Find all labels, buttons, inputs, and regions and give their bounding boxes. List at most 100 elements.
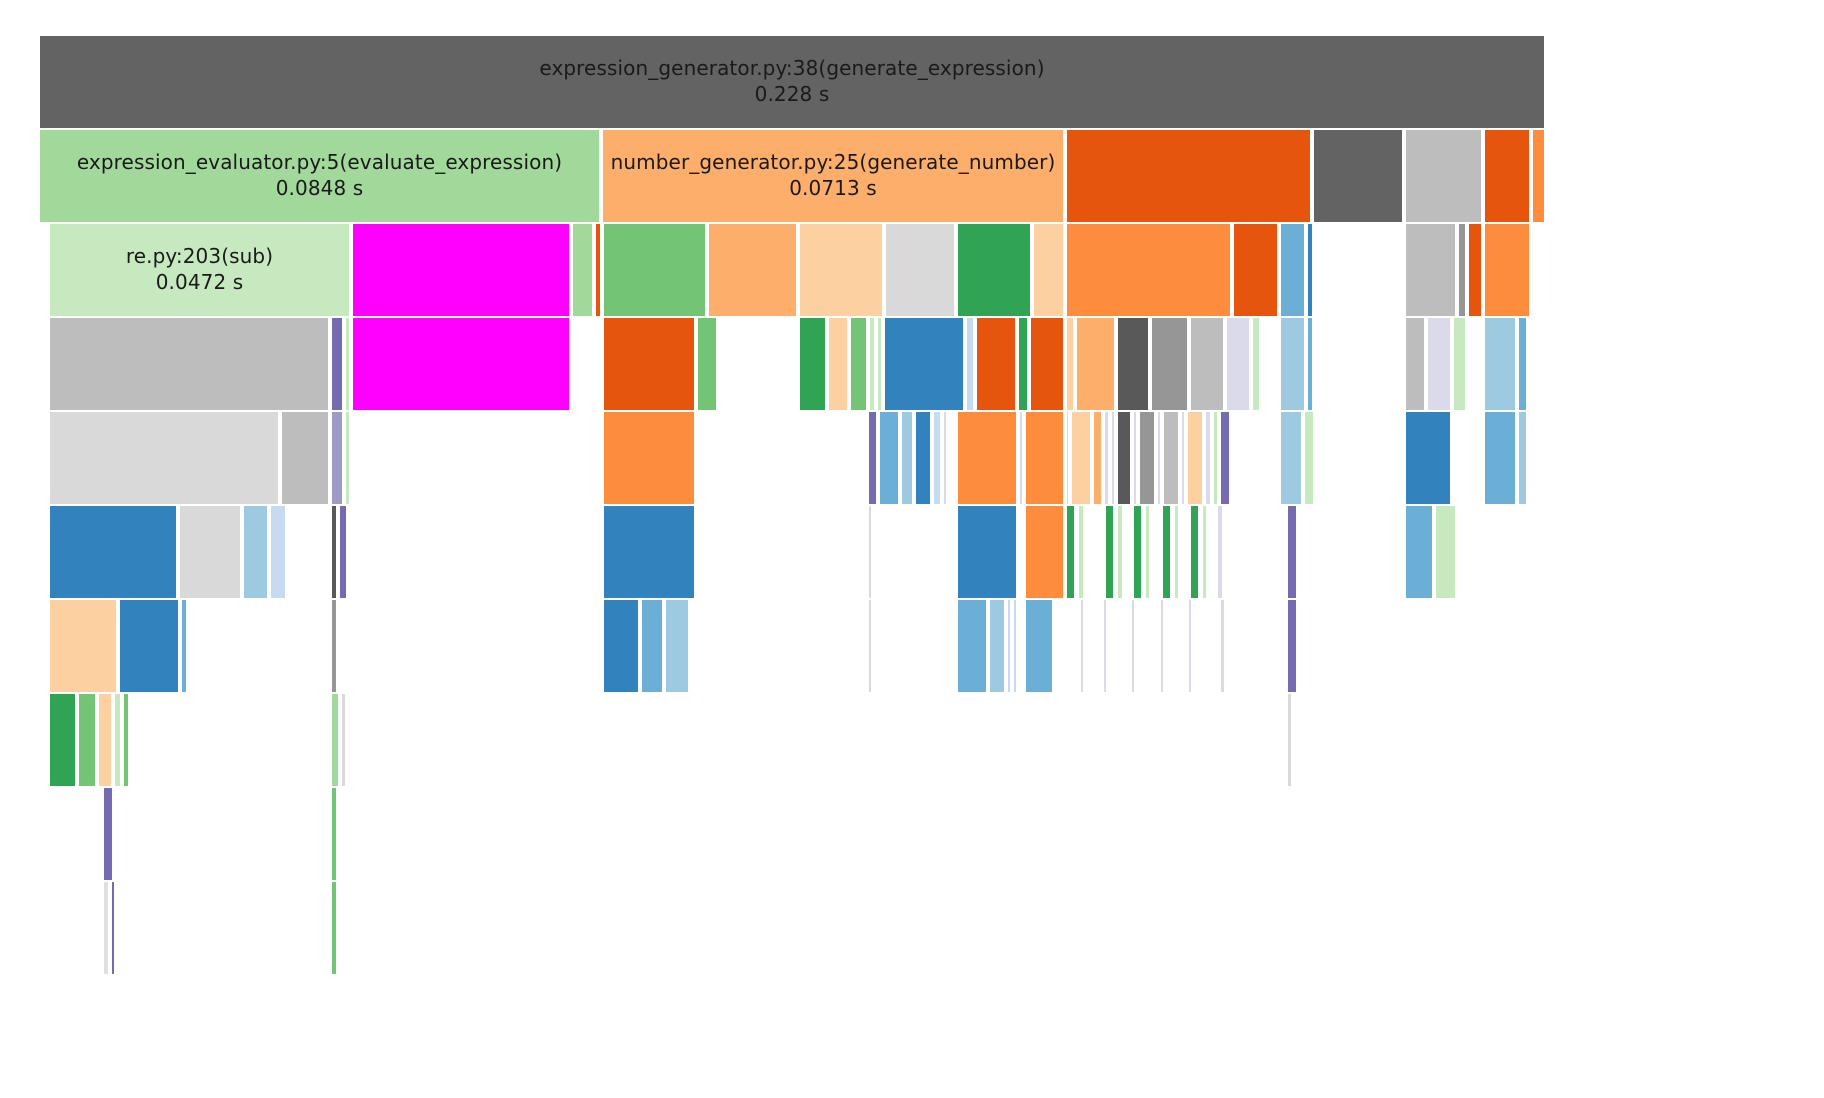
flame-frame[interactable]: [604, 600, 638, 692]
flame-frame[interactable]: [1134, 412, 1136, 504]
flame-frame[interactable]: [115, 694, 120, 786]
flame-frame[interactable]: [1406, 224, 1455, 316]
flame-frame[interactable]: [332, 882, 336, 974]
flame-frame[interactable]: [916, 412, 930, 504]
flame-frame[interactable]: [1227, 318, 1249, 410]
flame-frame[interactable]: [880, 412, 898, 504]
flame-frame[interactable]: [604, 224, 705, 316]
flame-frame[interactable]: [1034, 224, 1063, 316]
flame-frame[interactable]: [1072, 412, 1090, 504]
flame-frame[interactable]: [1221, 600, 1224, 692]
flame-frame[interactable]: [332, 412, 342, 504]
flame-frame[interactable]: [1077, 318, 1114, 410]
flame-frame[interactable]: [1067, 318, 1073, 410]
flame-frame[interactable]: [332, 694, 338, 786]
flame-frame[interactable]: [878, 318, 881, 410]
flame-frame[interactable]: [1485, 318, 1515, 410]
flame-frame[interactable]: [50, 600, 116, 692]
flame-frame[interactable]: [1152, 318, 1187, 410]
flame-frame[interactable]: [1105, 412, 1108, 504]
flame-frame-labeled[interactable]: re.py:203(sub)0.0472 s: [50, 224, 349, 316]
flame-frame[interactable]: [1406, 318, 1424, 410]
flame-frame[interactable]: [1164, 412, 1178, 504]
flame-frame[interactable]: [1288, 506, 1296, 598]
flame-frame[interactable]: [1314, 130, 1402, 222]
flame-frame[interactable]: [244, 506, 267, 598]
flame-frame[interactable]: [1106, 506, 1113, 598]
flame-frame[interactable]: [829, 318, 847, 410]
flame-frame[interactable]: [666, 600, 688, 692]
flame-frame-labeled[interactable]: number_generator.py:25(generate_number)0…: [603, 130, 1063, 222]
flame-frame[interactable]: [1081, 600, 1083, 692]
flame-frame[interactable]: [604, 318, 694, 410]
flame-frame[interactable]: [642, 600, 662, 692]
flame-frame[interactable]: [1008, 600, 1010, 692]
flame-frame[interactable]: [50, 506, 176, 598]
flame-frame[interactable]: [282, 412, 328, 504]
flame-frame[interactable]: [1308, 224, 1312, 316]
flame-frame[interactable]: [1132, 600, 1134, 692]
flame-frame[interactable]: [1140, 412, 1154, 504]
flame-frame[interactable]: [1234, 224, 1277, 316]
flame-frame[interactable]: [1519, 318, 1526, 410]
flame-frame[interactable]: [342, 694, 345, 786]
flame-frame[interactable]: [1221, 412, 1229, 504]
flame-frame[interactable]: [958, 506, 1016, 598]
flame-frame[interactable]: [1118, 412, 1130, 504]
flame-frame[interactable]: [573, 224, 592, 316]
flame-frame[interactable]: [120, 600, 178, 692]
flame-frame[interactable]: [958, 224, 1030, 316]
flame-frame[interactable]: [851, 318, 866, 410]
flame-frame[interactable]: [1026, 412, 1063, 504]
flame-frame[interactable]: [353, 318, 569, 410]
flame-frame[interactable]: [182, 600, 186, 692]
flame-frame[interactable]: [1214, 412, 1217, 504]
flame-frame[interactable]: [1485, 224, 1529, 316]
flame-frame[interactable]: [1146, 506, 1149, 598]
flame-frame[interactable]: [332, 318, 342, 410]
flame-frame[interactable]: [869, 600, 871, 692]
flame-frame[interactable]: [1014, 600, 1016, 692]
flame-frame[interactable]: [346, 412, 349, 504]
flame-frame[interactable]: [604, 506, 694, 598]
flame-frame[interactable]: [1288, 694, 1291, 786]
flame-frame[interactable]: [180, 506, 240, 598]
flame-frame[interactable]: [1104, 600, 1106, 692]
flame-frame[interactable]: [886, 224, 954, 316]
flame-frame[interactable]: [1067, 224, 1230, 316]
flame-frame[interactable]: [104, 788, 112, 880]
flame-frame[interactable]: [800, 224, 882, 316]
flame-frame[interactable]: [1134, 506, 1141, 598]
flame-frame[interactable]: [1459, 224, 1465, 316]
flame-frame[interactable]: [1485, 412, 1515, 504]
flame-frame[interactable]: [1019, 318, 1027, 410]
flame-frame[interactable]: [870, 318, 874, 410]
flame-frame[interactable]: [1182, 412, 1184, 504]
flame-frame[interactable]: [1281, 318, 1304, 410]
flame-frame[interactable]: [112, 882, 114, 974]
flame-frame[interactable]: [1094, 412, 1101, 504]
flame-frame[interactable]: [1533, 130, 1544, 222]
flame-frame[interactable]: [1020, 412, 1022, 504]
flame-frame[interactable]: [967, 318, 973, 410]
flame-frame[interactable]: [1288, 600, 1296, 692]
flame-frame[interactable]: [1308, 318, 1312, 410]
flame-frame[interactable]: [346, 318, 349, 410]
flame-frame[interactable]: [1067, 412, 1068, 504]
flame-frame[interactable]: [50, 412, 278, 504]
flame-frame[interactable]: [596, 224, 600, 316]
flame-frame[interactable]: [1163, 506, 1170, 598]
flame-frame[interactable]: [1519, 412, 1526, 504]
flame-frame[interactable]: [958, 412, 1016, 504]
flame-frame[interactable]: [1253, 318, 1259, 410]
flame-frame[interactable]: [50, 318, 328, 410]
flame-frame[interactable]: [79, 694, 95, 786]
flame-frame[interactable]: [698, 318, 716, 410]
flame-frame[interactable]: [885, 318, 963, 410]
flame-frame[interactable]: [1406, 130, 1481, 222]
flame-frame[interactable]: [1281, 224, 1304, 316]
flame-frame[interactable]: [1112, 412, 1114, 504]
flame-frame[interactable]: [50, 694, 75, 786]
flame-frame[interactable]: [934, 412, 940, 504]
flame-frame[interactable]: [332, 788, 336, 880]
